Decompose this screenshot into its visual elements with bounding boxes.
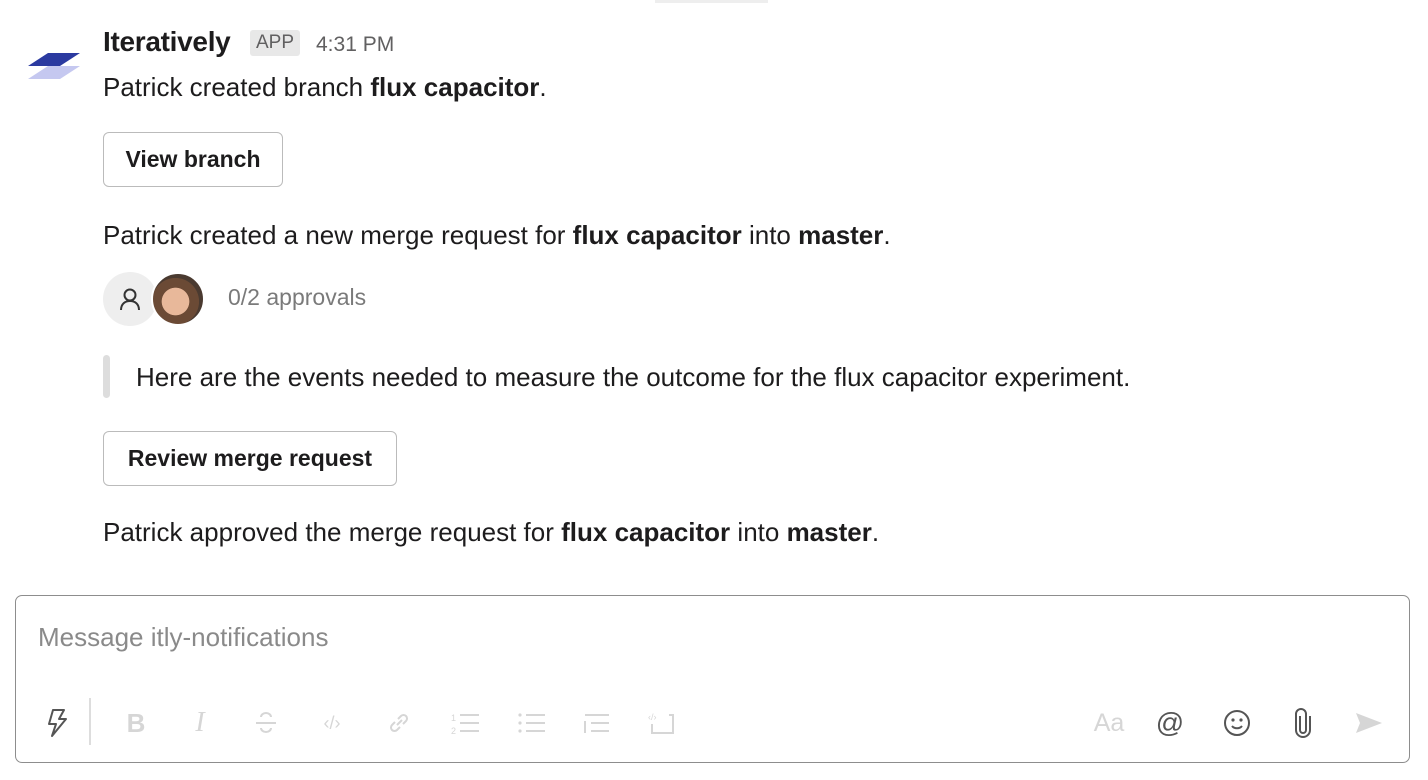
message-input[interactable]: Message itly-notifications <box>38 622 329 652</box>
emoji-icon[interactable] <box>1220 706 1254 740</box>
italic-icon[interactable]: I <box>195 707 205 738</box>
iteratively-logo <box>28 53 80 79</box>
branch-created-text: Patrick created branch flux capacitor. <box>103 72 547 102</box>
quote-text: Here are the events needed to measure th… <box>136 362 1131 392</box>
approved-text: Patrick approved the merge request for f… <box>103 517 880 547</box>
quote-bar <box>103 355 110 398</box>
code-icon[interactable]: ‹/› <box>323 712 341 733</box>
view-branch-button[interactable]: View branch <box>103 132 283 187</box>
timestamp[interactable]: 4:31 PM <box>316 33 395 56</box>
reviewer-placeholder-avatar <box>103 272 157 326</box>
toolbar-divider <box>89 698 91 745</box>
svg-text:1: 1 <box>451 713 456 723</box>
mention-icon[interactable]: @ <box>1155 707 1185 738</box>
svg-text:2: 2 <box>451 726 456 736</box>
attachment-icon[interactable] <box>1286 706 1320 740</box>
reviewer-avatar[interactable] <box>151 272 205 326</box>
bulleted-list-icon[interactable] <box>515 706 549 740</box>
strikethrough-icon[interactable] <box>249 706 283 740</box>
review-merge-request-button[interactable]: Review merge request <box>103 431 397 486</box>
bold-icon[interactable]: B <box>126 707 146 738</box>
formatting-toggle[interactable]: Aa <box>1093 708 1125 737</box>
merge-request-text: Patrick created a new merge request for … <box>103 220 891 250</box>
user-icon <box>120 288 140 311</box>
message-composer[interactable] <box>15 595 1410 763</box>
send-icon[interactable] <box>1352 706 1386 740</box>
divider <box>655 0 768 3</box>
approvals-count: 0/2 approvals <box>228 284 367 310</box>
svg-text:‹/›: ‹/› <box>648 712 657 722</box>
sender-name[interactable]: Iteratively <box>103 26 231 57</box>
shortcuts-bolt-icon[interactable] <box>40 706 74 740</box>
blockquote-icon[interactable] <box>580 706 614 740</box>
link-icon[interactable] <box>382 706 416 740</box>
app-badge: APP <box>250 30 301 56</box>
code-block-icon[interactable]: ‹/› <box>645 706 679 740</box>
